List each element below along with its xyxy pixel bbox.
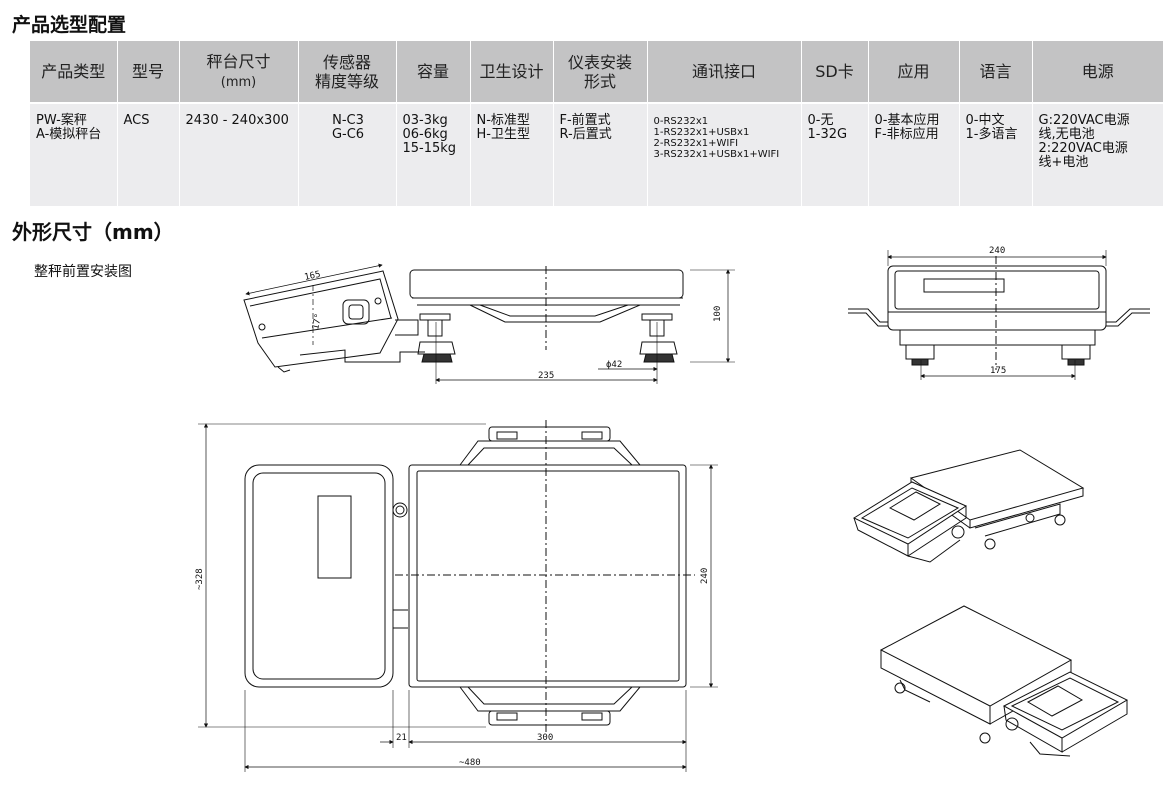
cell-mounting: F-前置式 R-后置式 (553, 102, 648, 206)
header-power: 电源 (1032, 41, 1163, 103)
cell-application: 0-基本应用 F-非标应用 (868, 102, 960, 206)
cell-model: ACS (117, 102, 180, 206)
dim-side-phi42: ϕ42 (606, 360, 622, 370)
isometric-view-2 (879, 605, 1129, 757)
header-product-type: 产品类型 (30, 41, 118, 103)
header-interface: 通讯接口 (647, 41, 802, 103)
dim-front-175: 175 (990, 366, 1006, 376)
cell-product-type: PW-案秤 A-模拟秤台 (30, 102, 118, 206)
dim-side-100: 100 (713, 306, 723, 322)
dim-top-328: ~328 (195, 568, 205, 590)
table-header-row: 产品类型 型号 秤台尺寸(mm) 传感器 精度等级 容量 卫生设计 仪表安装 形… (30, 41, 1163, 103)
dim-side-165: 165 (304, 270, 322, 283)
cell-interface: 0-RS232x1 1-RS232x1+USBx1 2-RS232x1+WIFI… (647, 102, 802, 206)
header-sensor-class: 传感器 精度等级 (298, 41, 397, 103)
dim-side-235: 235 (538, 371, 554, 381)
cell-sensor-class: N-C3 G-C6 (298, 102, 397, 206)
table-row: PW-案秤 A-模拟秤台 ACS 2430 - 240x300 N-C3 G-C… (30, 102, 1163, 206)
cell-platform-size: 2430 - 240x300 (179, 102, 299, 206)
cell-capacity: 03-3kg 06-6kg 15-15kg (396, 102, 471, 206)
cell-power: G:220VAC电源 线,无电池 2:220VAC电源 线+电池 (1032, 102, 1163, 206)
selection-table: 产品类型 型号 秤台尺寸(mm) 传感器 精度等级 容量 卫生设计 仪表安装 形… (30, 41, 1163, 206)
header-sd-card: SD卡 (801, 41, 869, 103)
header-application: 应用 (868, 41, 960, 103)
top-view-drawing (198, 420, 718, 772)
header-platform-size: 秤台尺寸(mm) (179, 41, 299, 103)
dim-side-angle: 17° (311, 313, 324, 331)
dim-top-21: 21 (396, 733, 407, 743)
cell-language: 0-中文 1-多语言 (959, 102, 1033, 206)
dim-front-240: 240 (989, 246, 1005, 256)
dim-top-480: ~480 (459, 758, 481, 768)
section-title-dimensions: 外形尺寸（mm） (12, 220, 174, 244)
dim-top-240: 240 (700, 568, 710, 584)
header-model: 型号 (117, 41, 180, 103)
front-mount-caption: 整秤前置安装图 (34, 264, 132, 280)
side-view-drawing (243, 263, 735, 384)
cell-hygiene: N-标准型 H-卫生型 (470, 102, 554, 206)
header-language: 语言 (959, 41, 1033, 103)
dim-top-300: 300 (537, 733, 553, 743)
section-title-selection: 产品选型配置 (12, 14, 127, 36)
header-hygiene: 卫生设计 (470, 41, 554, 103)
isometric-view-1 (852, 449, 1085, 563)
cell-sd-card: 0-无 1-32G (801, 102, 869, 206)
front-view-drawing (848, 250, 1150, 380)
header-mounting: 仪表安装 形式 (553, 41, 648, 103)
header-capacity: 容量 (396, 41, 471, 103)
